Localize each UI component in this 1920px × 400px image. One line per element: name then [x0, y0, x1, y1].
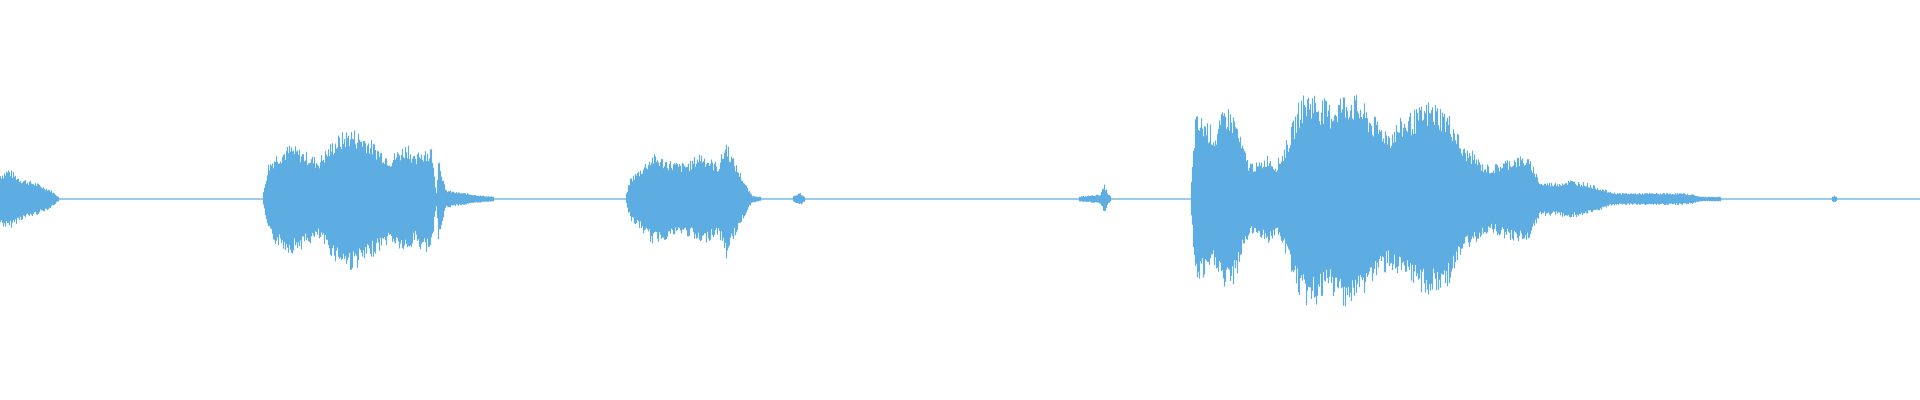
waveform-signal — [0, 95, 1838, 307]
